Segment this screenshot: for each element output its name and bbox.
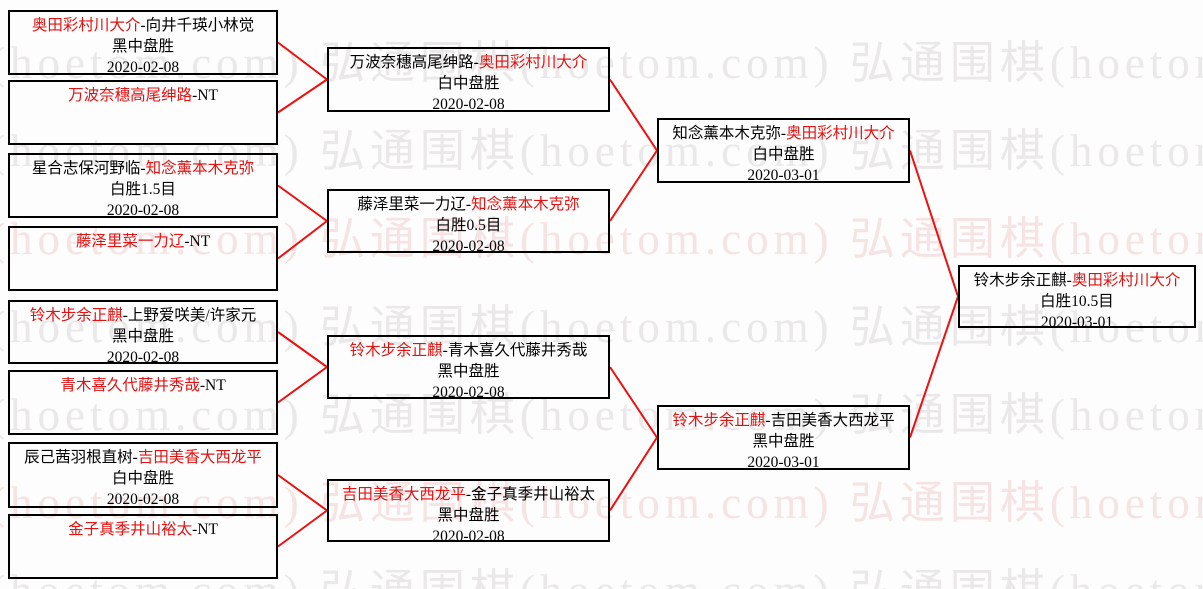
connector-line <box>277 220 328 260</box>
match-result: 白胜1.5目 <box>110 181 176 198</box>
player-pair-black: -NT <box>192 521 218 538</box>
match-box-m5: 铃木步余正麒-上野爱咲美/许家元黑中盘胜 2020-02-08 <box>8 300 278 366</box>
match-result: 黑中盘胜 <box>111 38 174 55</box>
player-pair-winner-red: 藤泽里菜一力辽 <box>75 233 185 250</box>
connector-line <box>909 150 959 297</box>
player-pair-black: -上野爱咲美/许家元 <box>122 307 257 324</box>
player-pair-black: 万波奈穗高尾绅路- <box>349 54 479 71</box>
match-box-q1: 万波奈穗高尾绅路-奥田彩村川大介白中盘胜 2020-02-08 <box>327 47 610 113</box>
match-date: 2020-02-08 <box>432 238 505 255</box>
match-players: 铃木步余正麒-青木喜久代藤井秀哉 <box>329 340 608 361</box>
match-players: 星合志保河野临-知念薰本木克弥 <box>10 158 276 179</box>
match-box-q4: 吉田美香大西龙平-金子真季井山裕太黑中盘胜 2020-02-08 <box>327 479 610 545</box>
player-pair-black: 辰己茜羽根直树- <box>24 449 138 466</box>
connector-line <box>609 78 658 152</box>
match-box-m4: 藤泽里菜一力辽-NT <box>8 226 278 291</box>
match-players: 吉田美香大西龙平-金子真季井山裕太 <box>329 484 608 505</box>
match-date: 2020-03-01 <box>747 454 820 471</box>
player-pair-winner-red: 知念薰本木克弥 <box>471 196 580 213</box>
player-pair-winner-red: 铃木步余正麒 <box>29 307 123 324</box>
match-players: 铃木步余正麒-上野爱咲美/许家元 <box>10 305 276 326</box>
connector-line <box>277 184 328 222</box>
match-box-m7: 辰己茜羽根直树-吉田美香大西龙平白中盘胜 2020-02-08 <box>8 442 278 508</box>
player-pair-winner-red: 铃木步余正麒 <box>672 412 766 429</box>
connector-line <box>277 366 328 404</box>
match-players: 铃木步余正麒-吉田美香大西龙平 <box>659 410 908 431</box>
match-result: 黑中盘胜 <box>437 363 500 380</box>
player-pair-black: -NT <box>192 87 218 104</box>
match-box-m2: 万波奈穗高尾绅路-NT <box>8 80 278 145</box>
player-pair-black: 星合志保河野临- <box>31 160 146 177</box>
player-pair-black: -吉田美香大西龙平 <box>765 412 895 429</box>
match-box-q2: 藤泽里菜一力辽-知念薰本木克弥白胜0.5目 2020-02-08 <box>327 189 610 255</box>
match-box-s2: 铃木步余正麒-吉田美香大西龙平黑中盘胜 2020-03-01 <box>657 405 910 471</box>
match-result: 白胜0.5目 <box>435 217 502 234</box>
match-players: 万波奈穗高尾绅路-奥田彩村川大介 <box>329 52 608 73</box>
player-pair-winner-red: 吉田美香大西龙平 <box>341 486 466 503</box>
player-pair-black: 藤泽里菜一力辽- <box>357 196 472 213</box>
match-date: 2020-02-08 <box>106 59 180 76</box>
player-pair-black: -NT <box>184 233 211 250</box>
match-box-m8: 金子真季井山裕太-NT <box>8 514 278 579</box>
player-pair-winner-red: 奥田彩村川大介 <box>478 54 588 71</box>
match-date: 2020-02-08 <box>432 528 505 545</box>
player-pair-winner-red: 奥田彩村川大介 <box>1071 272 1181 289</box>
player-pair-winner-red: 奥田彩村川大介 <box>786 125 895 142</box>
match-date: 2020-02-08 <box>106 202 180 219</box>
player-pair-black: -青木喜久代藤井秀哉 <box>442 342 588 359</box>
match-players: 藤泽里菜一力辽-NT <box>10 231 276 252</box>
match-result: 黑中盘胜 <box>752 433 815 450</box>
match-result: 白中盘胜 <box>437 75 500 92</box>
player-pair-winner-red: 奥田彩村川大介 <box>31 17 141 34</box>
connector-line <box>609 366 658 439</box>
match-result: 白胜10.5目 <box>1040 293 1114 310</box>
connector-line <box>277 509 328 548</box>
match-result: 白中盘胜 <box>752 146 815 163</box>
player-pair-black: 知念薰本木克弥- <box>672 125 787 142</box>
match-box-m3: 星合志保河野临-知念薰本木克弥白胜1.5目 2020-02-08 <box>8 153 278 219</box>
match-players: 藤泽里菜一力辽-知念薰本木克弥 <box>329 194 608 215</box>
match-result: 白中盘胜 <box>111 470 174 487</box>
connector-line <box>277 474 328 512</box>
connector-line <box>909 296 959 438</box>
match-box-m1: 奥田彩村川大介-向井千瑛小林觉黑中盘胜 2020-02-08 <box>8 10 278 76</box>
connector-line <box>277 331 328 368</box>
player-pair-winner-red: 金子真季井山裕太 <box>68 521 193 538</box>
match-date: 2020-02-08 <box>432 96 505 113</box>
match-box-q3: 铃木步余正麒-青木喜久代藤井秀哉黑中盘胜 2020-02-08 <box>327 335 610 401</box>
match-date: 2020-02-08 <box>432 384 505 401</box>
match-players: 铃木步余正麒-奥田彩村川大介 <box>960 270 1194 291</box>
match-players: 金子真季井山裕太-NT <box>10 519 276 540</box>
match-result: 黑中盘胜 <box>111 328 174 345</box>
player-pair-winner-red: 吉田美香大西龙平 <box>137 449 262 466</box>
match-box-s1: 知念薰本木克弥-奥田彩村川大介白中盘胜 2020-03-01 <box>657 118 910 184</box>
connector-line <box>609 149 658 222</box>
match-date: 2020-02-08 <box>106 491 180 508</box>
match-result: 黑中盘胜 <box>437 507 500 524</box>
connector-line <box>277 78 328 114</box>
connector-line <box>277 41 328 81</box>
player-pair-winner-red: 知念薰本木克弥 <box>145 160 255 177</box>
player-pair-black: 铃木步余正麒- <box>973 272 1072 289</box>
match-players: 青木喜久代藤井秀哉-NT <box>10 375 276 396</box>
player-pair-black: -向井千瑛小林觉 <box>140 17 255 34</box>
player-pair-black: -金子真季井山裕太 <box>465 486 596 503</box>
player-pair-black: -NT <box>199 377 226 394</box>
connector-line <box>609 436 658 512</box>
match-date: 2020-02-08 <box>106 349 180 366</box>
match-box-f1: 铃木步余正麒-奥田彩村川大介白胜10.5目 2020-03-01 <box>958 265 1196 331</box>
match-players: 奥田彩村川大介-向井千瑛小林觉 <box>10 15 276 36</box>
match-players: 知念薰本木克弥-奥田彩村川大介 <box>659 123 908 144</box>
match-players: 辰己茜羽根直树-吉田美香大西龙平 <box>10 447 276 468</box>
player-pair-winner-red: 铃木步余正麒 <box>349 342 443 359</box>
match-box-m6: 青木喜久代藤井秀哉-NT <box>8 370 278 435</box>
match-date: 2020-03-01 <box>747 167 820 184</box>
player-pair-winner-red: 万波奈穗高尾绅路 <box>68 87 193 104</box>
match-date: 2020-03-01 <box>1040 314 1114 331</box>
player-pair-winner-red: 青木喜久代藤井秀哉 <box>60 377 200 394</box>
match-players: 万波奈穗高尾绅路-NT <box>10 85 276 106</box>
